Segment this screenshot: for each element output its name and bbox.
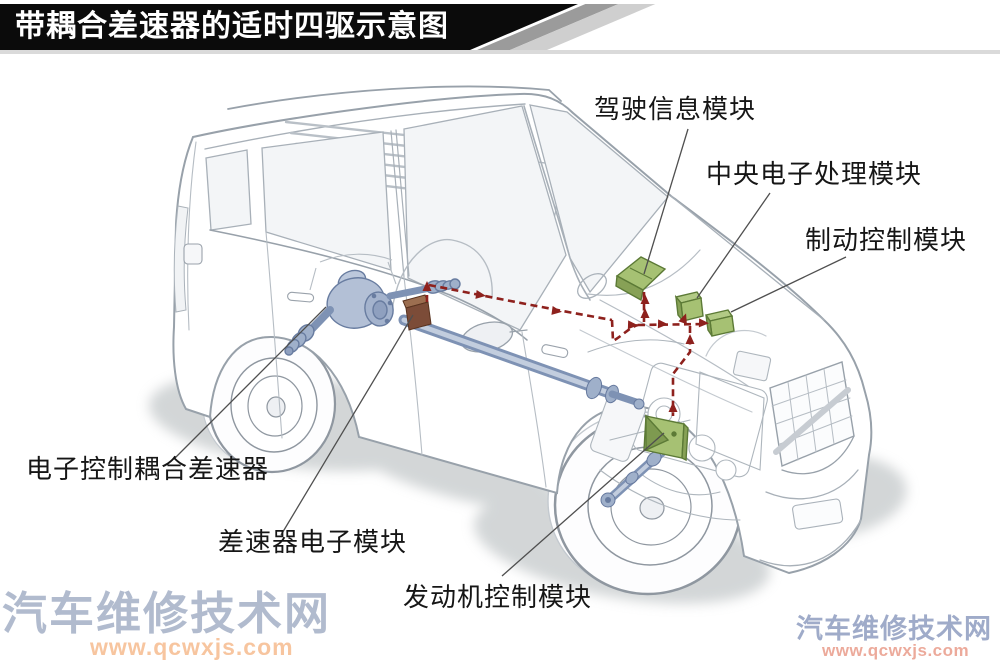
page-title: 带耦合差速器的适时四驱示意图 — [15, 10, 449, 43]
prop-shaft — [398, 314, 645, 410]
banner-rule — [0, 50, 1000, 54]
label-central-processing-module: 中央电子处理模块 — [706, 159, 923, 189]
title-banner: 带耦合差速器的适时四驱示意图 — [0, 4, 578, 50]
driving-info-module — [615, 256, 667, 302]
differential-electronic-module — [402, 294, 432, 331]
brake-control-module — [704, 309, 735, 337]
label-engine-control-module: 发动机控制模块 — [403, 582, 593, 612]
central-processing-module — [674, 291, 704, 324]
label-brake-control-module: 制动控制模块 — [805, 225, 968, 255]
control-modules — [615, 256, 735, 462]
leader-lines — [173, 128, 847, 577]
rear-differential — [284, 253, 461, 356]
car-body — [172, 85, 873, 575]
wheels — [201, 331, 743, 596]
label-driving-info-module: 驾驶信息模块 — [594, 94, 757, 124]
front-half-shaft — [600, 447, 667, 508]
drivetrain — [284, 253, 667, 508]
label-coupling-differential: 电子控制耦合差速器 — [26, 454, 270, 484]
engine-control-module — [643, 414, 689, 462]
can-bus-arrows — [422, 281, 709, 412]
label-differential-module: 差速器电子模块 — [218, 527, 408, 557]
